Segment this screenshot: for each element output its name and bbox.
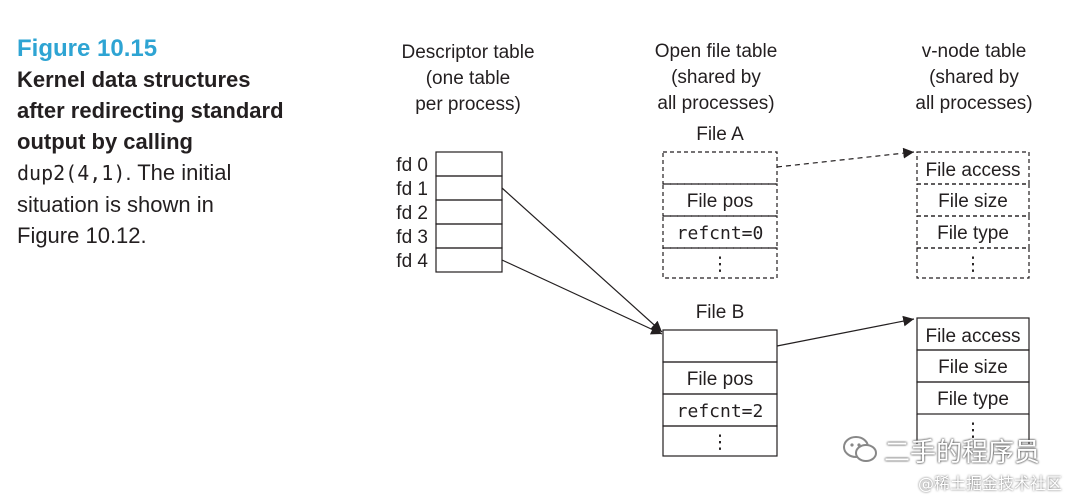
vnode-table-heading-2: (shared by (929, 67, 1019, 88)
vnode-a-entry (916, 151, 1030, 279)
vnode-b-entry (916, 317, 1030, 444)
vnode-table-heading-3: all processes) (915, 93, 1032, 114)
caption-title-line-2: after redirecting standard (17, 98, 284, 123)
descriptor-slot-3 (435, 223, 503, 249)
descriptor-table-heading-2: (one table (426, 68, 511, 89)
watermark: 二手的程序员 @稀土掘金技术社区 (842, 428, 1062, 493)
vnode-b-file-type: File type (937, 389, 1009, 410)
open-file-table-heading-1: Open file table (655, 41, 778, 62)
arrow-file-a-to-vnode-a (776, 147, 915, 168)
descriptor-slot-1 (435, 175, 503, 201)
caption-title-line-1: Kernel data structures (17, 67, 251, 92)
file-b-slot-0 (662, 329, 778, 363)
caption-rest-line-1: situation is shown in (17, 192, 214, 217)
caption-title-line-3: output by calling (17, 129, 193, 154)
vnode-a-file-type: File type (937, 223, 1009, 244)
file-a-slot-0 (662, 151, 778, 185)
file-a-slot-3 (662, 247, 778, 279)
vnode-b-file-access: File access (925, 326, 1020, 347)
vnode-b-slot-2 (916, 381, 1030, 415)
descriptor-table-heading-3: per process) (415, 94, 521, 115)
arrow-file-b-to-vnode-b (776, 315, 915, 347)
arrow-fd1-to-file-b (501, 187, 663, 333)
descriptor-slot-0 (435, 151, 503, 177)
file-b-slot-3 (662, 425, 778, 457)
caption-code: dup2(4,1) (17, 161, 126, 185)
fd-label-1: fd 1 (396, 179, 428, 200)
vnode-a-ellipsis: ⋮ (964, 254, 983, 275)
arrow-fd4-to-file-b (501, 259, 663, 335)
vnode-b-slot-3 (916, 414, 1030, 444)
descriptor-table-heading-1: Descriptor table (401, 42, 534, 63)
figure-number: Figure 10.15 (17, 35, 158, 62)
wechat-icon (843, 436, 877, 462)
fd-label-4: fd 4 (396, 251, 428, 272)
vnode-a-file-size: File size (938, 191, 1008, 212)
figure-caption: Figure 10.15 Kernel data structures afte… (17, 34, 337, 251)
watermark-name: 二手的程序员 (884, 438, 1041, 468)
file-a-label: File A (696, 124, 744, 145)
file-b-ellipsis: ⋮ (711, 432, 730, 453)
caption-code-suffix: . The initial (125, 160, 232, 185)
vnode-b-file-size: File size (938, 357, 1008, 378)
fd-label-3: fd 3 (396, 227, 428, 248)
fd-label-0: fd 0 (396, 155, 428, 176)
fd-label-2: fd 2 (396, 203, 428, 224)
descriptor-slot-4 (435, 247, 503, 273)
file-b-refcnt: refcnt=2 (677, 401, 764, 422)
vnode-a-file-access: File access (925, 160, 1020, 181)
vnode-table-heading-1: v-node table (922, 41, 1027, 62)
vnode-b-ellipsis: ⋮ (964, 420, 983, 441)
caption-code-line: dup2(4,1). The initial (17, 157, 337, 189)
file-a-refcnt: refcnt=0 (677, 223, 764, 244)
file-a-ellipsis: ⋮ (711, 254, 730, 275)
descriptor-table (435, 151, 503, 273)
file-a-entry (662, 151, 778, 279)
open-file-table-heading-3: all processes) (657, 93, 774, 114)
file-a-pos: File pos (687, 191, 754, 212)
file-b-label: File B (696, 302, 745, 323)
vnode-a-slot-3 (916, 247, 1030, 279)
file-b-pos: File pos (687, 369, 754, 390)
open-file-table-heading-2: (shared by (671, 67, 761, 88)
caption-rest-line-2: Figure 10.12. (17, 223, 147, 248)
watermark-site: @稀土掘金技术社区 (917, 474, 1062, 493)
descriptor-slot-2 (435, 199, 503, 225)
